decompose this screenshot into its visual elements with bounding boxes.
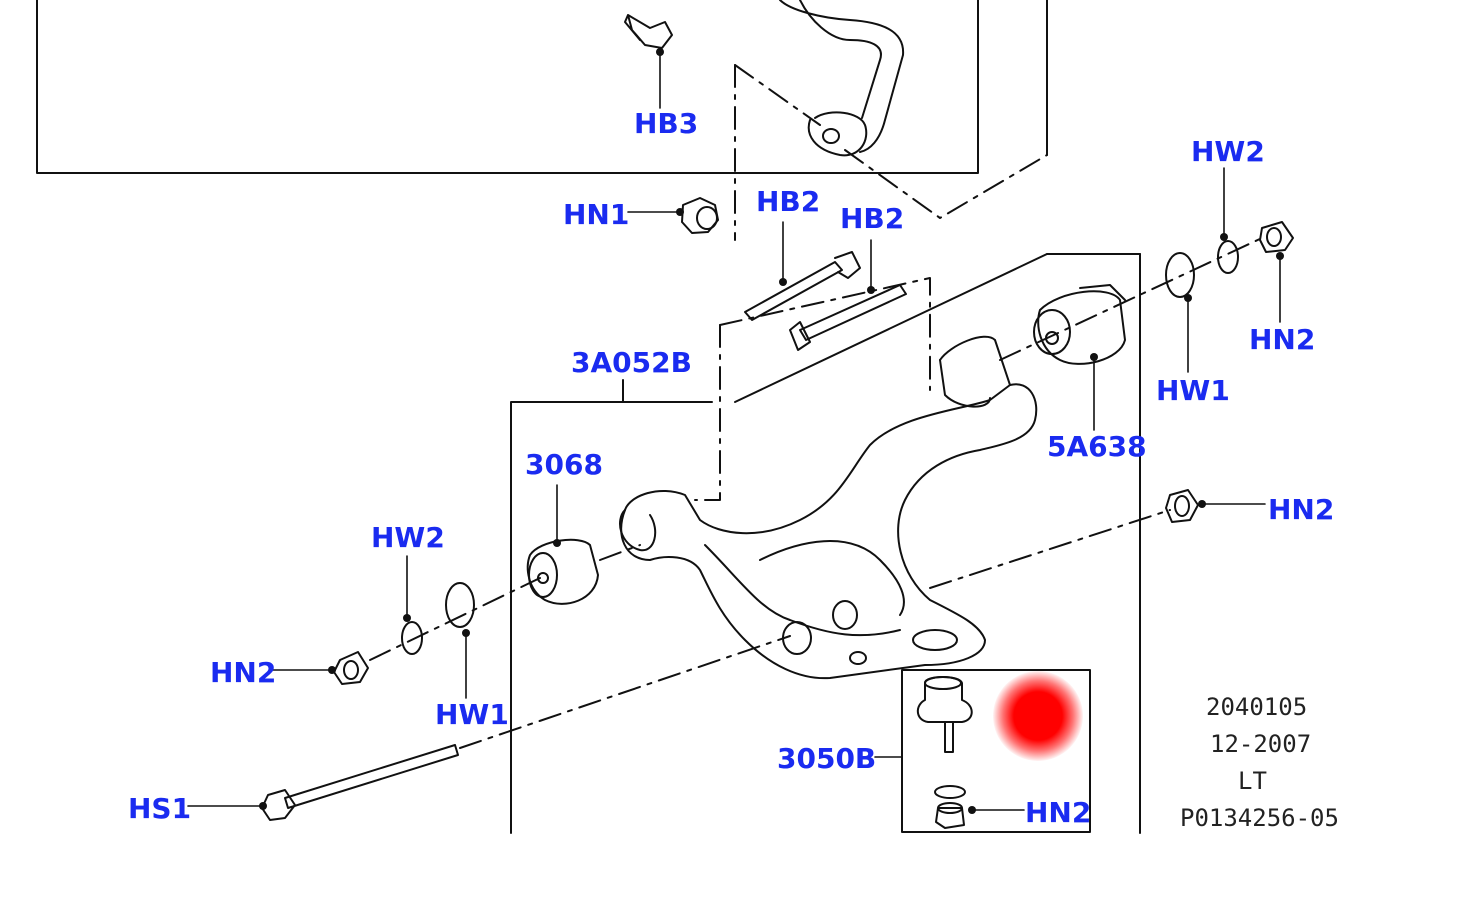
callout-hn2-right-top[interactable]: HN2 xyxy=(1249,323,1316,356)
stabilizer-bar xyxy=(779,0,905,153)
callout-hb3[interactable]: HB3 xyxy=(634,107,699,140)
callout-hw1-left[interactable]: HW1 xyxy=(435,698,509,731)
frame-main xyxy=(510,401,713,834)
diagram-date: 12-2007 xyxy=(1210,730,1312,758)
callout-hn2-right-mid[interactable]: HN2 xyxy=(1268,493,1335,526)
nut-hn2-right-top xyxy=(1259,221,1294,253)
callout-hw2-right[interactable]: HW2 xyxy=(1191,135,1265,168)
nut-hn2-balljoint xyxy=(935,807,965,829)
nut-hn2-right-mid xyxy=(1165,489,1199,523)
bolt-hb3 xyxy=(624,14,673,49)
callout-3a052b[interactable]: 3A052B xyxy=(571,346,692,379)
washer-hw2-right xyxy=(1217,240,1239,274)
callout-5a638[interactable]: 5A638 xyxy=(1047,430,1147,463)
washer-hw2-left xyxy=(401,621,423,655)
bolt-hs1 xyxy=(284,744,459,809)
callout-hb2-b[interactable]: HB2 xyxy=(840,202,905,235)
callout-hn2-balljoint[interactable]: HN2 xyxy=(1025,796,1092,829)
callout-hw1-right[interactable]: HW1 xyxy=(1156,374,1230,407)
washer-hw1-right xyxy=(1165,252,1195,298)
balljoint-box xyxy=(901,669,1091,833)
red-hotspot-dot[interactable] xyxy=(993,671,1083,761)
lower-control-arm xyxy=(620,383,1038,680)
diagram-part-code: P0134256-05 xyxy=(1180,804,1339,832)
bolt-hb2-a xyxy=(744,251,861,321)
bolt-hb2-b xyxy=(789,284,907,351)
diagram-reference: 2040105 xyxy=(1206,693,1308,721)
callout-3050b[interactable]: 3050B xyxy=(777,742,877,775)
frame-top-left xyxy=(36,0,979,174)
washer-hw1-left xyxy=(445,582,475,628)
callout-hn1[interactable]: HN1 xyxy=(563,198,630,231)
ball-joint-3050b xyxy=(916,676,973,753)
bushing-5a638 xyxy=(1037,290,1126,365)
callout-hw2-left[interactable]: HW2 xyxy=(371,521,445,554)
callout-hs1[interactable]: HS1 xyxy=(128,792,192,825)
callout-hn2-left[interactable]: HN2 xyxy=(210,656,277,689)
callout-3068[interactable]: 3068 xyxy=(525,448,603,481)
diagram-side: LT xyxy=(1238,767,1267,795)
bushing-3068 xyxy=(526,538,599,605)
callout-hb2-a[interactable]: HB2 xyxy=(756,185,821,218)
